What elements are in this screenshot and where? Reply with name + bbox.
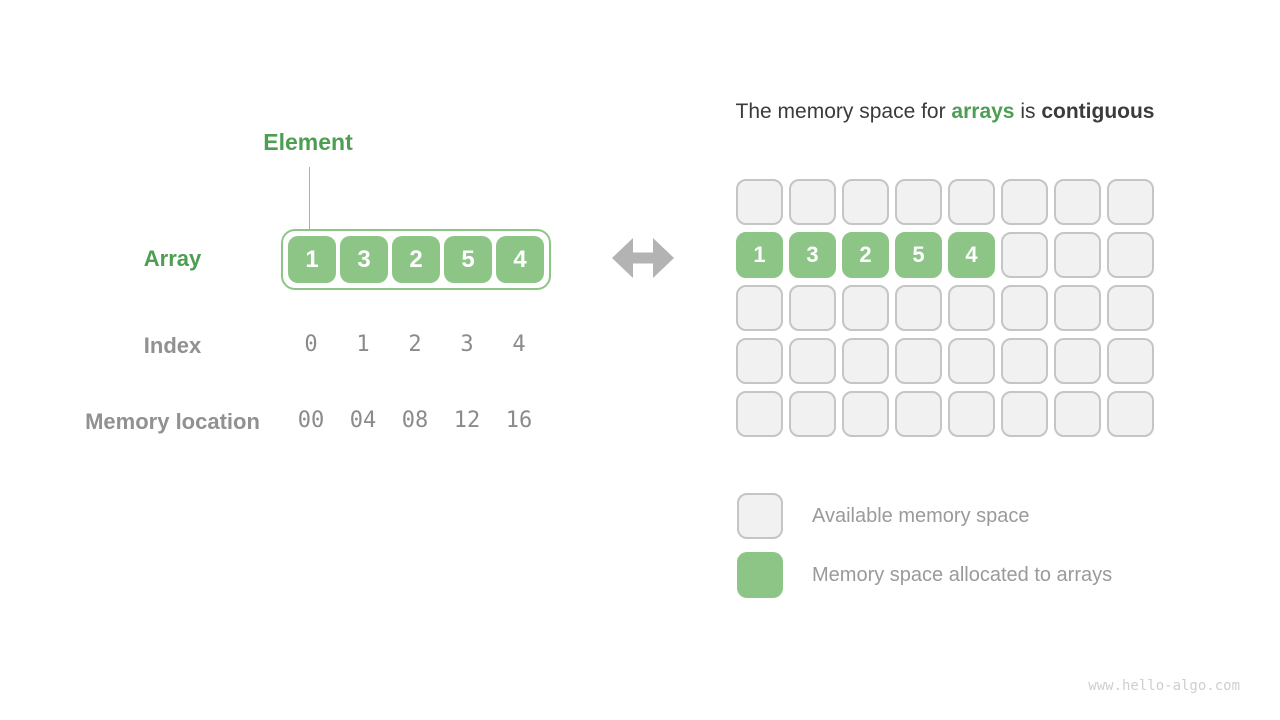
memory-location-value: 16	[505, 408, 533, 433]
memory-location-label: Memory location	[85, 409, 260, 434]
memory-cell-available	[736, 285, 783, 331]
memory-cell-available	[842, 391, 889, 437]
memory-cell-available	[1107, 285, 1154, 331]
array-label: Array	[143, 246, 202, 271]
allocated-memory-swatch	[737, 552, 783, 598]
index-value: 4	[512, 332, 526, 357]
memory-cell-available	[1001, 285, 1048, 331]
memory-cell-available	[789, 179, 836, 225]
memory-cell-available	[895, 391, 942, 437]
memory-cell-available	[1107, 391, 1154, 437]
memory-cell-available	[1054, 391, 1101, 437]
memory-location-value: 08	[401, 408, 429, 433]
memory-location-value: 00	[297, 408, 325, 433]
memory-cell-available	[1107, 179, 1154, 225]
watermark: www.hello-algo.com	[1088, 678, 1240, 694]
memory-cell-available	[895, 285, 942, 331]
memory-cell-available	[1107, 232, 1154, 278]
memory-cell-allocated: 2	[842, 232, 889, 278]
memory-cell-available	[842, 285, 889, 331]
memory-cell-available	[1054, 179, 1101, 225]
index-value: 2	[408, 332, 422, 357]
memory-cell-allocated: 5	[895, 232, 942, 278]
memory-cell-available	[1001, 338, 1048, 384]
array-cell: 2	[392, 236, 440, 283]
memory-cell-available	[895, 179, 942, 225]
array-cell: 5	[444, 236, 492, 283]
element-label: Element	[263, 129, 353, 155]
index-value: 3	[460, 332, 474, 357]
legend-row-allocated: Memory space allocated to arrays	[737, 552, 1112, 598]
memory-cell-available	[948, 391, 995, 437]
index-label: Index	[143, 333, 202, 358]
title-middle: is	[1014, 100, 1042, 123]
memory-cell-available	[736, 338, 783, 384]
available-memory-swatch	[737, 493, 783, 539]
memory-location-values-row: 00 04 08 12 16	[285, 408, 545, 433]
memory-cell-available	[1001, 232, 1048, 278]
legend-label-allocated: Memory space allocated to arrays	[812, 563, 1113, 586]
memory-cell-available	[1054, 338, 1101, 384]
legend-row-available: Available memory space	[737, 493, 1112, 539]
memory-cell-available	[1001, 391, 1048, 437]
memory-location-value: 04	[349, 408, 377, 433]
memory-cell-allocated: 4	[948, 232, 995, 278]
memory-cell-available	[789, 391, 836, 437]
memory-cell-available	[948, 179, 995, 225]
array-cell: 1	[288, 236, 336, 283]
array-cell: 4	[496, 236, 544, 283]
legend-label-available: Available memory space	[812, 504, 1030, 527]
memory-cell-available	[736, 179, 783, 225]
index-values-row: 0 1 2 3 4	[285, 332, 545, 357]
memory-cell-available	[789, 285, 836, 331]
title-highlight-arrays: arrays	[951, 100, 1015, 123]
memory-cell-available	[842, 338, 889, 384]
element-pointer-line	[309, 167, 310, 229]
memory-cell-allocated: 3	[789, 232, 836, 278]
memory-cell-available	[895, 338, 942, 384]
double-headed-arrow-icon	[612, 238, 674, 278]
memory-cell-available	[1107, 338, 1154, 384]
memory-location-value: 12	[453, 408, 481, 433]
memory-cell-available	[948, 285, 995, 331]
index-value: 1	[356, 332, 370, 357]
memory-cell-available	[1054, 285, 1101, 331]
memory-title: The memory space for arrays is contiguou…	[700, 100, 1190, 124]
title-emphasis-contiguous: contiguous	[1041, 100, 1155, 123]
memory-cell-available	[1054, 232, 1101, 278]
title-prefix: The memory space for	[735, 100, 952, 123]
memory-cell-available	[842, 179, 889, 225]
memory-cell-available	[736, 391, 783, 437]
index-value: 0	[304, 332, 318, 357]
legend: Available memory space Memory space allo…	[737, 493, 1112, 598]
memory-cell-available	[789, 338, 836, 384]
memory-cell-available	[948, 338, 995, 384]
memory-cell-allocated: 1	[736, 232, 783, 278]
memory-cell-available	[1001, 179, 1048, 225]
array-cell: 3	[340, 236, 388, 283]
